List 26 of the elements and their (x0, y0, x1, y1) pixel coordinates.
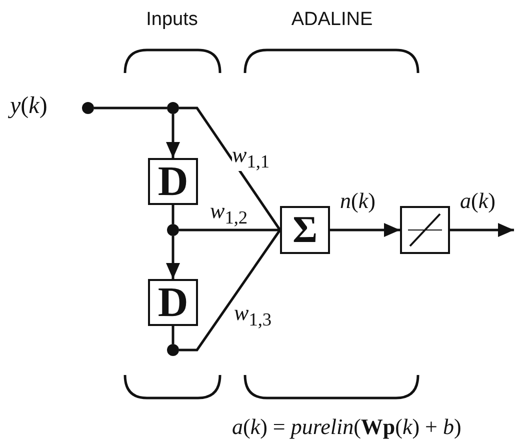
connector-line (179, 229, 282, 352)
delay-label: D (158, 160, 188, 202)
sum-symbol: Σ (292, 211, 318, 249)
input-label: y(k) (10, 94, 48, 118)
junction-dot (167, 102, 179, 114)
junction-dot (82, 102, 94, 114)
connector-line (179, 228, 280, 232)
formula: a(k) = purelin(Wp(k) + b) (232, 416, 462, 438)
delay-label: D (158, 282, 188, 324)
arrow (166, 114, 180, 158)
connector-line (94, 106, 167, 110)
connector-line (172, 326, 174, 344)
delay-box (148, 158, 198, 205)
arrow (166, 236, 180, 279)
connector-line (179, 106, 282, 231)
delay-box (148, 279, 198, 326)
summation-box (280, 206, 330, 254)
group-title: Inputs (146, 10, 198, 29)
junction-dot (167, 344, 179, 356)
junction-dot (167, 224, 179, 236)
edge-label: a(k) (460, 190, 496, 212)
connector-line (172, 205, 174, 224)
arrow (330, 223, 400, 237)
arrow (450, 223, 514, 237)
group-title: ADALINE (291, 10, 373, 29)
edge-label: n(k) (340, 190, 376, 212)
